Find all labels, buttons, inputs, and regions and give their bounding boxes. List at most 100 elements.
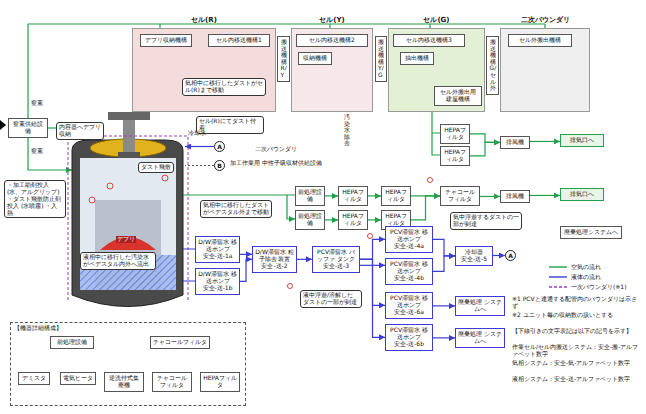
node-label: チャコールフィルタ	[155, 375, 189, 389]
annotation-label: 冷却水	[188, 130, 206, 137]
equipment-box: HEPAフィルタ	[338, 186, 368, 206]
node-label: 気相中に移行したダストがペデスタル外まで移動	[203, 202, 269, 216]
equipment-box: PCV滞留水 移送ポンプ安全-送-4b	[385, 258, 433, 285]
equipment-box: PCV滞留水 移送ポンプ安全-送-6b	[385, 324, 433, 351]
note-text: ※2 ユニット毎の収納数の扱いとする	[512, 312, 642, 319]
equipment-box: 廃棄処理 システムへ	[455, 328, 505, 348]
equipment-box: PCV滞留水 移送ポンプ安全-送-4a	[385, 226, 433, 253]
equipment-box: D/W滞留水 粒子除去 装置安全-送-2	[252, 246, 297, 273]
legend-text: 空気の流れ	[571, 264, 601, 271]
node-label: 前処理設備	[298, 189, 322, 203]
equipment-id: 安全-送-6b	[388, 341, 430, 348]
air-flow	[480, 196, 500, 197]
exhaust-outlet: 排気口へ	[560, 134, 604, 147]
node-label: PCV滞留水 移送ポンプ	[388, 229, 430, 243]
transfer-box: 搬送機構R/Y	[277, 36, 290, 82]
node-label: セル外搬出用 建屋機構	[437, 89, 479, 103]
callout-box: 内容器へデブリ収納	[56, 122, 104, 140]
node-label: A	[506, 251, 515, 260]
liquid-flow	[360, 259, 385, 337]
legend: 空気の流れ液体の流れ一次バウンダリ(※1)	[548, 262, 627, 292]
node-label: HEPAフィルタ	[341, 213, 365, 227]
equipment-id: 安全-送-4a	[388, 243, 430, 250]
node-label: 電気ヒータ	[63, 375, 93, 382]
cell-region: セル(G)セル内移送機構3抽出機構セル外搬出用 建屋機構	[388, 28, 485, 112]
node-label: B	[215, 161, 224, 170]
connector-circle: B	[214, 160, 225, 171]
equipment-box: チャコールフィルタ	[440, 186, 480, 206]
equipment-id: 安全-送-5	[458, 256, 490, 263]
equipment-box: PCV滞留水 バッファ タンク安全-送-3	[312, 246, 360, 273]
annotation-label: 窒素	[31, 100, 43, 107]
equipment-box: HEPAフィルタ	[338, 210, 368, 230]
node-label: 気相中に移行したダストがセル(R)まで移動	[185, 80, 263, 94]
node-label: 排風機	[503, 139, 527, 146]
equipment-box: 前処理設備	[295, 210, 325, 230]
connector-circle: A	[505, 250, 516, 261]
equipment-box: 電気ヒータ	[60, 372, 96, 385]
legend-row: 一次バウンダリ(※1)	[548, 282, 627, 292]
node-label: 内容器へデブリ収納	[59, 124, 101, 138]
node-label: 【機器詳細構成】	[14, 325, 242, 332]
air-flow	[530, 195, 560, 196]
equipment-box: 前処理設備	[50, 336, 94, 349]
liquid-flow	[433, 305, 455, 306]
node-label: 前処理設備	[53, 339, 91, 346]
air-flow	[530, 141, 560, 142]
equipment-box: セル内移送機構2	[296, 34, 368, 47]
equipment-box: 排風機	[500, 190, 530, 203]
callout-box: 気中浮遊するダストの一部が到達	[450, 212, 522, 230]
callout-box: 液相中に移行した汚染水がペデスタル内外へ流出	[80, 252, 156, 270]
transfer-box: 搬送機構G/セル外	[486, 36, 499, 95]
equipment-box: セル外搬出用 建屋機構	[434, 86, 482, 106]
node-label: D/W滞留水 移送ポンプ	[198, 239, 237, 253]
node-label: 液中浮遊/溶解したダストの一部が到達	[303, 292, 359, 306]
node-label: HEPAフィルタ	[384, 213, 408, 227]
entry-arrow	[0, 120, 6, 130]
detail-panel: 【機器詳細構成】前処理設備チャコールフィルタデミスタ電気ヒータ逆洗付式集塵機チャ…	[10, 322, 246, 406]
equipment-box: 抽出機構	[400, 52, 434, 65]
callout-box: ダスト飛散	[138, 162, 174, 173]
annotation-label: 加工作業用 中性子吸収材供給設備	[230, 160, 338, 167]
liquid-flow	[240, 254, 252, 255]
equipment-box: セル内移送機構1	[208, 34, 270, 47]
node-label: HEPAフィルタ	[443, 149, 467, 163]
legend-sample	[548, 283, 568, 291]
node-label: 二次バウンダリ	[501, 16, 589, 24]
equipment-id: 安全-送-1b	[198, 285, 237, 292]
air-flow	[368, 195, 381, 196]
liquid-flow	[360, 239, 385, 259]
equipment-id: 安全-送-3	[315, 263, 357, 270]
node-label: PCV滞留水 バッファ タンク	[315, 249, 357, 263]
equipment-box: HEPAフィルタ	[200, 372, 240, 392]
node-label: 抽出機構	[403, 55, 431, 62]
node-label: 搬送機構G/セル外	[490, 39, 496, 92]
equipment-box: D/W滞留水 移送ポンプ安全-送-1b	[195, 268, 240, 295]
air-flow	[411, 196, 440, 220]
node-label: HEPAフィルタ	[341, 189, 365, 203]
node-label: 気中浮遊するダストの一部が到達	[453, 214, 519, 228]
equipment-box: 廃棄処理 システムへ	[455, 296, 505, 316]
note-text: 作業セル/セル内搬送システム：安全-搬-アルファベット数字	[512, 344, 642, 358]
liquid-flow	[240, 259, 252, 281]
node-label: デブリ収納機構	[143, 37, 189, 44]
node-label: 逆洗付式集塵機	[107, 375, 141, 389]
liquid-flow	[297, 259, 312, 260]
cell-region: セル(Y)セル内移送機構2収納機構	[291, 28, 373, 112]
liquid-flow	[433, 256, 455, 271]
legend-sample	[548, 263, 568, 271]
equipment-box: デミスタ	[18, 372, 50, 385]
equipment-box: 窒素供給設備	[8, 118, 48, 138]
nitrogen-lines	[28, 24, 545, 170]
node-label: HEPAフィルタ	[384, 189, 408, 203]
air-flow	[325, 195, 338, 196]
cell-region: 二次バウンダリセル外搬出機構	[500, 28, 590, 112]
node-label: セル内移送機構2	[299, 37, 365, 44]
callout-box: 気相中に移行したダストがペデスタル外まで移動	[200, 200, 272, 218]
note-text: 気相システム：安全-気-アルファベット数字	[512, 360, 642, 367]
legend-text: 一次バウンダリ(※1)	[571, 284, 627, 291]
node-label: 窒素供給設備	[11, 121, 45, 135]
process-lines	[183, 112, 440, 281]
node-label: セル(R)にてダスト付着	[199, 118, 261, 132]
